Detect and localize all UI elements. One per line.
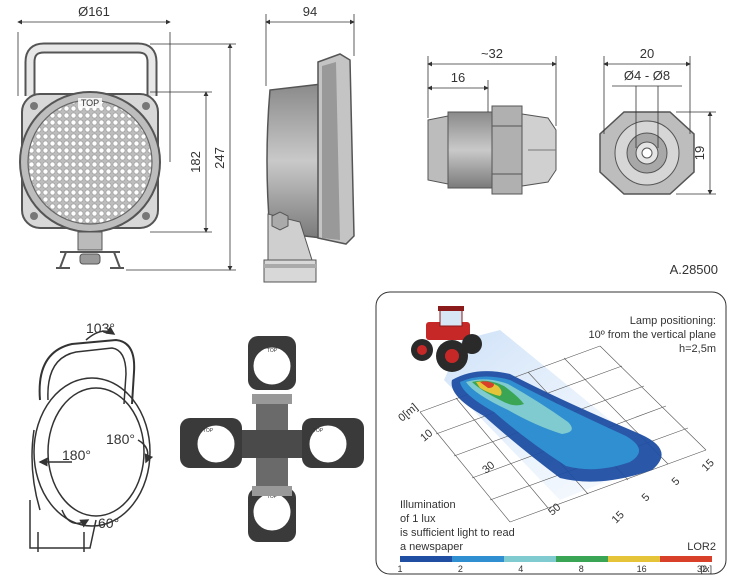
screw-icon xyxy=(142,212,150,220)
angle-rotate-left: 180° xyxy=(62,447,91,463)
front-dimensions: Ø161 182 247 xyxy=(17,4,236,271)
lor-code: LOR2 xyxy=(687,541,716,553)
lux-scale-ticks: 1 2 4 8 16 32[lx] xyxy=(397,564,712,574)
gland-front-dimensions: 20 Ø4 - Ø8 19 xyxy=(603,46,716,195)
top-label: TOP xyxy=(81,98,99,108)
scale-segment xyxy=(400,556,452,562)
note-line1: Illumination xyxy=(400,499,456,511)
top-label: TOP xyxy=(267,348,278,354)
scale-segment xyxy=(452,556,504,562)
dim-gland-thread: 16 xyxy=(451,70,465,85)
dim-total-height: 247 xyxy=(212,147,227,169)
scale-tick-label: 1 xyxy=(397,564,402,574)
scale-tick-label: 2 xyxy=(458,564,463,574)
dim-cable-range: Ø4 - Ø8 xyxy=(624,68,670,83)
lamp-side-view xyxy=(263,53,355,283)
screw-icon xyxy=(30,212,38,220)
lamp-rotation-drawing xyxy=(29,326,154,552)
positioning-line3: h=2,5m xyxy=(679,343,716,355)
screw-icon xyxy=(30,102,38,110)
scale-tick-label: [lx] xyxy=(700,564,712,574)
scale-segment xyxy=(608,556,660,562)
scale-segment xyxy=(660,556,712,562)
screw-icon xyxy=(142,102,150,110)
positioning-line2: 10º from the vertical plane xyxy=(588,329,716,341)
isolux-16 xyxy=(476,381,502,396)
scale-tick-label: 8 xyxy=(579,564,584,574)
dim-gland-height: 19 xyxy=(692,146,707,160)
note-line3: is sufficient light to read xyxy=(400,527,515,539)
mounting-orientations: TOP TOP TOP TOP xyxy=(180,336,364,542)
lux-color-scale xyxy=(400,556,712,562)
scale-segment xyxy=(556,556,608,562)
note-line2: of 1 lux xyxy=(400,513,436,525)
tractor-icon xyxy=(411,306,482,372)
bolt-icon xyxy=(271,211,289,231)
cable-gland-side xyxy=(427,105,557,195)
angle-rotate-right: 180° xyxy=(106,431,135,447)
part-number: A.28500 xyxy=(670,262,718,277)
top-label: TOP xyxy=(313,428,324,434)
dim-lens-height: 182 xyxy=(188,151,203,173)
dim-diameter: Ø161 xyxy=(78,4,110,19)
dim-gland-width: 20 xyxy=(640,46,654,61)
note-line4: a newspaper xyxy=(400,541,463,553)
side-dimensions: 94 xyxy=(265,4,355,86)
dim-gland-length: ~32 xyxy=(481,46,503,61)
isolux-32 xyxy=(480,381,494,388)
illumination-panel: Lamp positioning: 10º from the vertical … xyxy=(375,291,727,575)
scale-segment xyxy=(504,556,556,562)
gland-dimensions: ~32 16 xyxy=(427,46,557,126)
scale-tick-label: 32 xyxy=(697,564,707,574)
scale-tick-label: 16 xyxy=(637,564,647,574)
top-label: TOP xyxy=(267,494,278,500)
scale-tick-label: 4 xyxy=(518,564,523,574)
top-label: TOP xyxy=(203,428,214,434)
angle-tilt: 60° xyxy=(98,515,119,531)
lamp-front-view: TOP xyxy=(19,42,161,269)
cable-gland-front xyxy=(599,111,695,195)
positioning-line1: Lamp positioning: xyxy=(630,315,716,327)
angle-handle: 103° xyxy=(86,320,115,336)
dim-depth: 94 xyxy=(303,4,317,19)
